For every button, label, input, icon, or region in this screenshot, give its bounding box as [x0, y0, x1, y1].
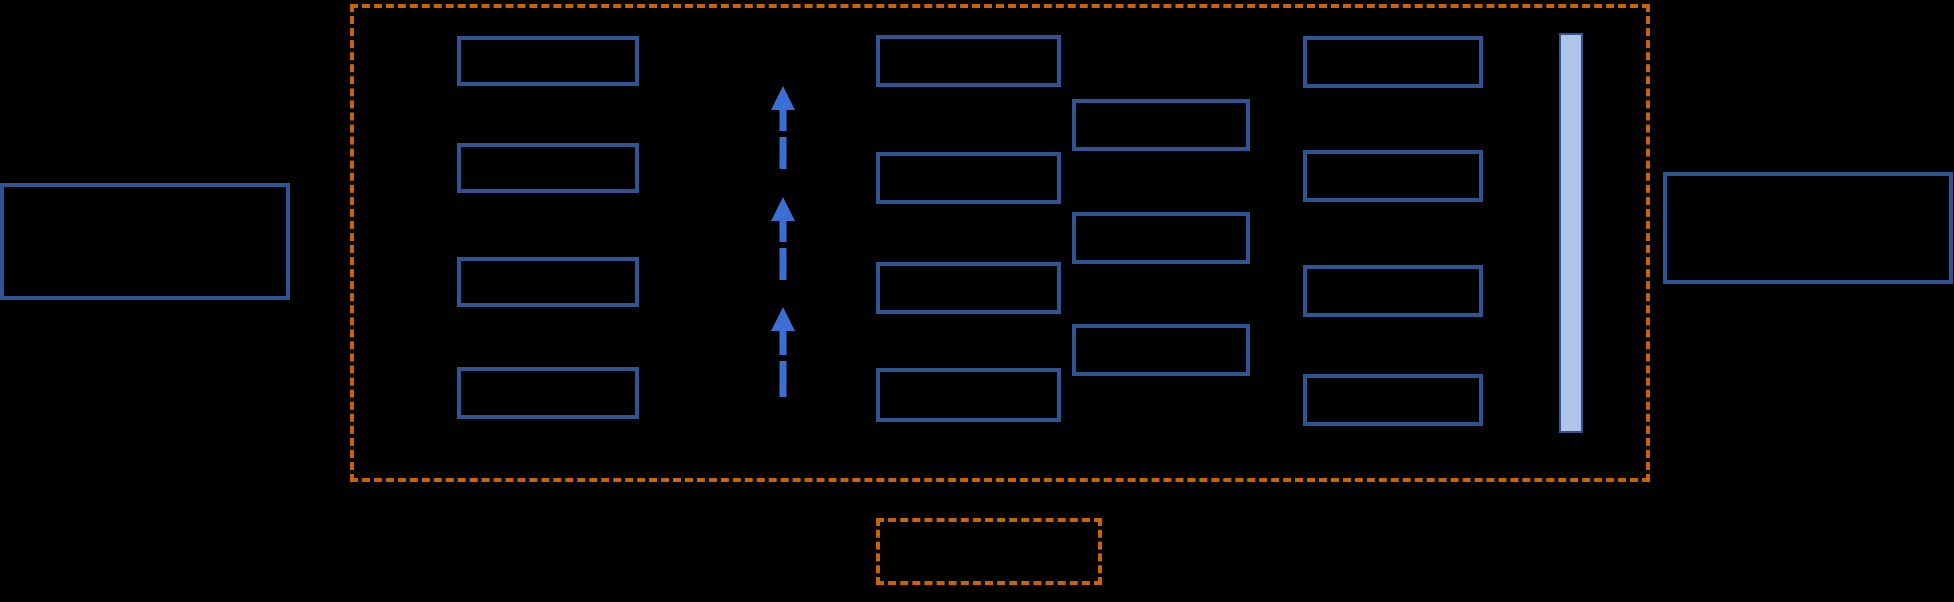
- arrow-up-3: [770, 305, 796, 397]
- column2-node-2[interactable]: [876, 152, 1061, 204]
- input-node[interactable]: [0, 183, 290, 300]
- column3-node-2[interactable]: [1072, 212, 1250, 264]
- output-node[interactable]: [1663, 172, 1953, 284]
- column3-node-3[interactable]: [1072, 324, 1250, 376]
- column1-node-3[interactable]: [457, 257, 639, 307]
- column2-node-3[interactable]: [876, 262, 1061, 314]
- arrow-up-2: [770, 195, 796, 280]
- column2-node-4[interactable]: [876, 368, 1061, 422]
- outer-group-boundary: [350, 4, 1650, 482]
- arrow-up-1: [770, 84, 796, 169]
- column1-node-2[interactable]: [457, 143, 639, 193]
- column3-node-1[interactable]: [1072, 99, 1250, 151]
- column4-node-2[interactable]: [1303, 150, 1483, 202]
- column4-node-4[interactable]: [1303, 374, 1483, 426]
- column2-node-1[interactable]: [876, 35, 1061, 87]
- column1-node-1[interactable]: [457, 36, 639, 86]
- legend-group-boundary: [876, 518, 1102, 585]
- column4-node-3[interactable]: [1303, 265, 1483, 317]
- column4-node-1[interactable]: [1303, 36, 1483, 88]
- vertical-bar[interactable]: [1559, 33, 1583, 433]
- column1-node-4[interactable]: [457, 367, 639, 419]
